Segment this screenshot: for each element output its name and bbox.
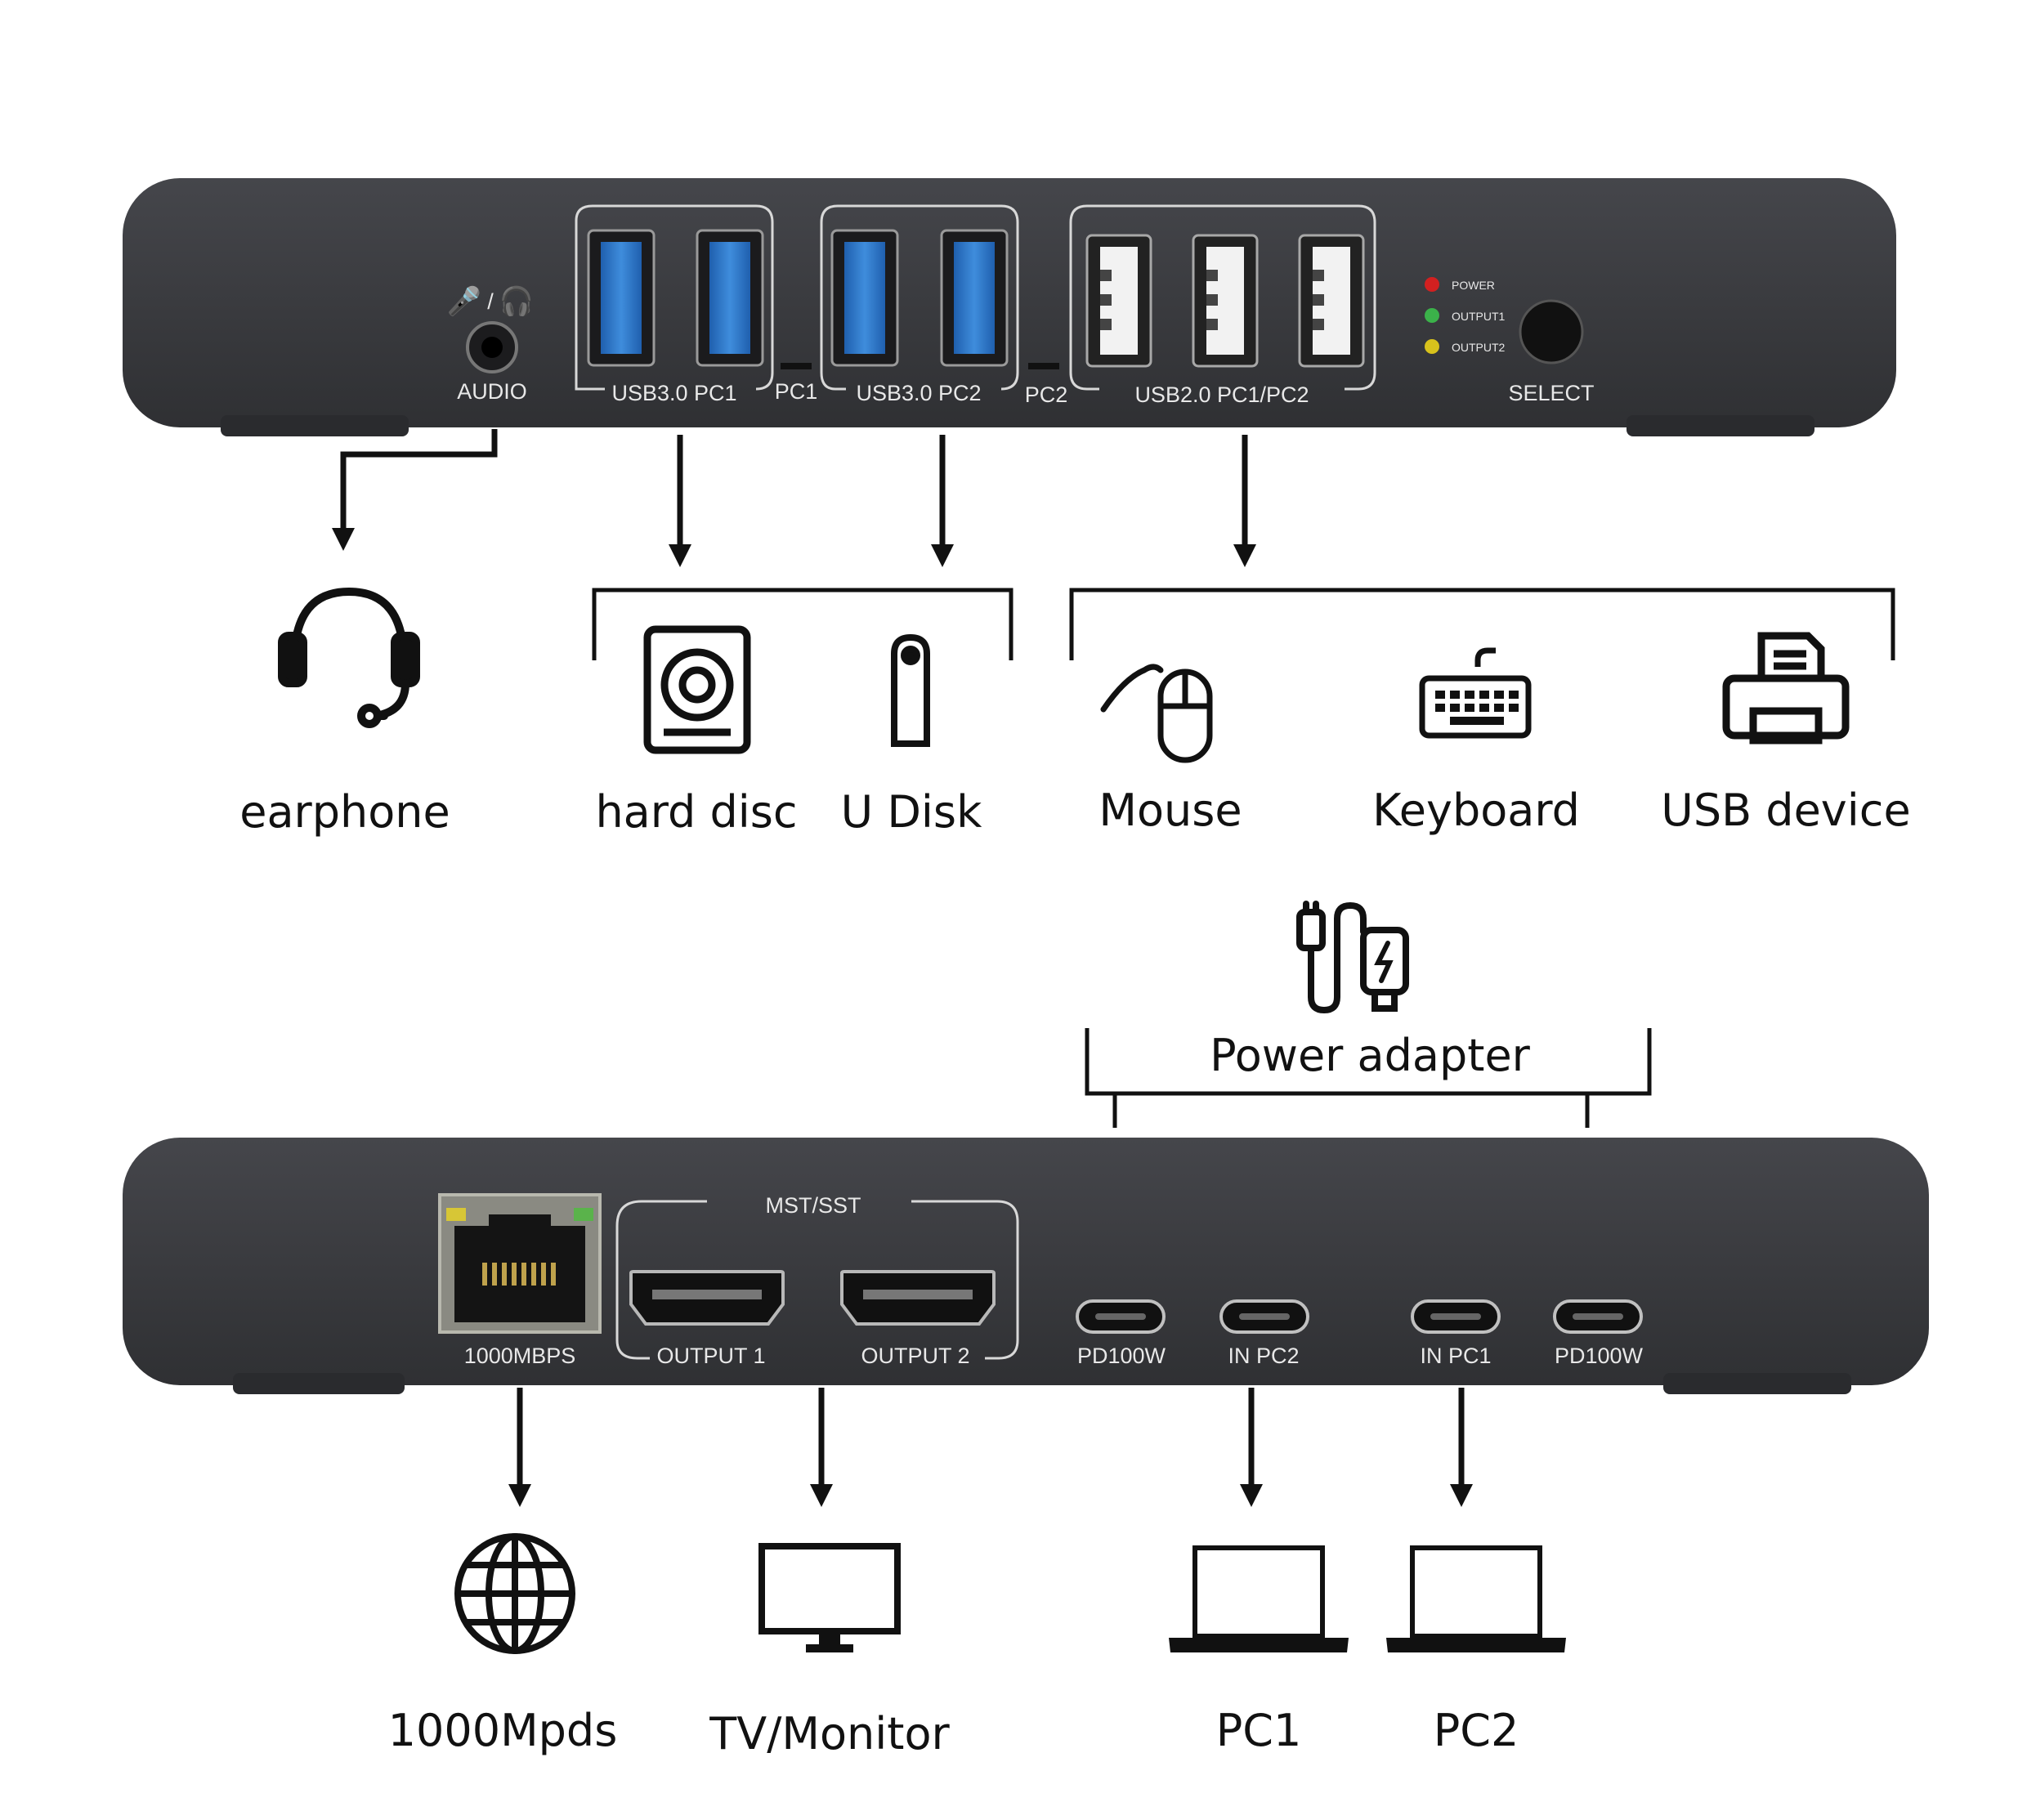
pc1-indicator: PC1 xyxy=(775,363,818,404)
keyboard-icon xyxy=(1419,647,1532,739)
pc2-label: PC2 xyxy=(1434,1705,1519,1756)
keyboard-label: Keyboard xyxy=(1372,785,1580,836)
audio-arrow xyxy=(332,429,498,551)
monitor-device: TV/Monitor xyxy=(709,1543,950,1760)
pc1-device: PC1 xyxy=(1169,1545,1349,1756)
usb3-pc2-group: USB3.0 PC2 xyxy=(820,204,1019,405)
ethernet-label: 1000MBPS xyxy=(464,1344,576,1368)
monitor-icon xyxy=(758,1543,901,1652)
headphone-icon: 🎧 xyxy=(499,285,534,318)
u-disk-device: U Disk xyxy=(841,633,982,838)
usb-c-port[interactable]: PD100W xyxy=(1076,1299,1166,1368)
keyboard-keys xyxy=(1435,691,1519,725)
power-adapter-bracket xyxy=(1085,1028,1652,1096)
usb-device-label: USB device xyxy=(1661,785,1910,836)
usb-c-port[interactable]: IN PC2 xyxy=(1219,1299,1309,1368)
network-label: 1000Mpds xyxy=(388,1705,618,1756)
microphone-icon: 🎤 xyxy=(447,284,481,318)
top-arrows xyxy=(332,429,1256,567)
audio-port[interactable]: 🎤 / 🎧 AUDIO xyxy=(447,284,534,404)
usb3-port[interactable] xyxy=(940,229,1009,367)
audio-icon-separator: / xyxy=(487,289,494,314)
in-pc1-label: IN PC1 xyxy=(1420,1344,1491,1368)
usb3-port[interactable] xyxy=(587,229,656,367)
output2-label: OUTPUT 2 xyxy=(861,1344,969,1368)
usb3-port[interactable] xyxy=(696,229,764,367)
usb2-group: USB2.0 PC1/PC2 xyxy=(1069,204,1376,407)
power-adapter-label: Power adapter xyxy=(1210,1030,1531,1081)
pc2-device: PC2 xyxy=(1386,1545,1566,1756)
mst-sst-label: MST/SST xyxy=(765,1193,861,1218)
pc2-indicator: PC2 xyxy=(1025,363,1068,407)
usb3-pc1-group: USB3.0 PC1 xyxy=(575,204,774,405)
output1-led xyxy=(1425,308,1439,323)
hdmi-port[interactable]: OUTPUT 2 xyxy=(840,1270,996,1368)
usb-stick-icon xyxy=(891,633,930,747)
power-led xyxy=(1425,277,1439,292)
usb3-pc2-label: USB3.0 PC2 xyxy=(856,381,981,405)
power-adapter: Power adapter xyxy=(1085,901,1652,1128)
power-led-label: POWER xyxy=(1452,279,1495,292)
select-label: SELECT xyxy=(1508,381,1594,405)
mouse-label: Mouse xyxy=(1099,785,1242,836)
bottom-panel: 1000MBPS MST/SST OUTPUT 1 OUTPUT 2 PD1 xyxy=(123,1138,1929,1394)
hard-disc-label: hard disc xyxy=(595,786,797,838)
output2-led-label: OUTPUT2 xyxy=(1452,341,1506,354)
usb2-port[interactable] xyxy=(1085,234,1152,368)
mst-sst-group: MST/SST OUTPUT 1 OUTPUT 2 xyxy=(615,1193,1019,1368)
top-panel: 🎤 / 🎧 AUDIO USB3.0 PC1 PC1 xyxy=(123,178,1896,436)
mouse-icon xyxy=(1100,664,1213,763)
storage-bracket xyxy=(592,588,1014,660)
network-device: 1000Mpds xyxy=(388,1533,618,1756)
output1-label: OUTPUT 1 xyxy=(656,1344,765,1368)
bottom-arrows xyxy=(508,1388,1473,1507)
usb-c-port[interactable]: PD100W xyxy=(1553,1299,1644,1368)
headset-icon xyxy=(278,587,420,728)
usb-c-port[interactable]: IN PC1 xyxy=(1411,1299,1501,1368)
hdmi-port[interactable]: OUTPUT 1 xyxy=(629,1259,785,1368)
usb2-port[interactable] xyxy=(1192,234,1259,368)
monitor-label: TV/Monitor xyxy=(709,1708,950,1760)
usb2-label: USB2.0 PC1/PC2 xyxy=(1134,382,1309,407)
printer-icon xyxy=(1722,632,1850,745)
pc1-indicator-label: PC1 xyxy=(775,379,818,404)
mouse-device: Mouse xyxy=(1099,664,1242,836)
pc2-indicator-label: PC2 xyxy=(1025,382,1068,407)
in-pc2-label: IN PC2 xyxy=(1228,1344,1299,1368)
charger-cable-icon xyxy=(1296,901,1409,1014)
earphone-device: earphone xyxy=(239,587,450,838)
output1-led-label: OUTPUT1 xyxy=(1452,310,1506,323)
globe-icon xyxy=(454,1533,575,1654)
select-button[interactable]: SELECT xyxy=(1508,299,1595,405)
u-disk-label: U Disk xyxy=(841,786,982,838)
hard-disc-device: hard disc xyxy=(595,625,798,838)
usb-device: USB device xyxy=(1661,632,1911,836)
peripherals-bracket xyxy=(1069,588,1895,660)
status-leds: POWER OUTPUT1 OUTPUT2 xyxy=(1425,277,1506,354)
usb3-port[interactable] xyxy=(830,229,899,367)
pd-left-label: PD100W xyxy=(1077,1344,1166,1368)
audio-label: AUDIO xyxy=(457,379,527,404)
top-brackets xyxy=(592,588,1895,660)
ethernet-port[interactable]: 1000MBPS xyxy=(438,1193,602,1368)
usb3-pc1-label: USB3.0 PC1 xyxy=(611,381,736,405)
output2-led xyxy=(1425,339,1439,354)
laptop-icon xyxy=(1386,1545,1566,1652)
usb2-port[interactable] xyxy=(1298,234,1365,368)
pc1-label: PC1 xyxy=(1216,1705,1302,1756)
keyboard-device: Keyboard xyxy=(1372,647,1580,836)
hard-disk-icon xyxy=(643,625,751,754)
laptop-icon xyxy=(1169,1545,1349,1652)
pd-right-label: PD100W xyxy=(1555,1344,1644,1368)
earphone-label: earphone xyxy=(239,786,450,838)
